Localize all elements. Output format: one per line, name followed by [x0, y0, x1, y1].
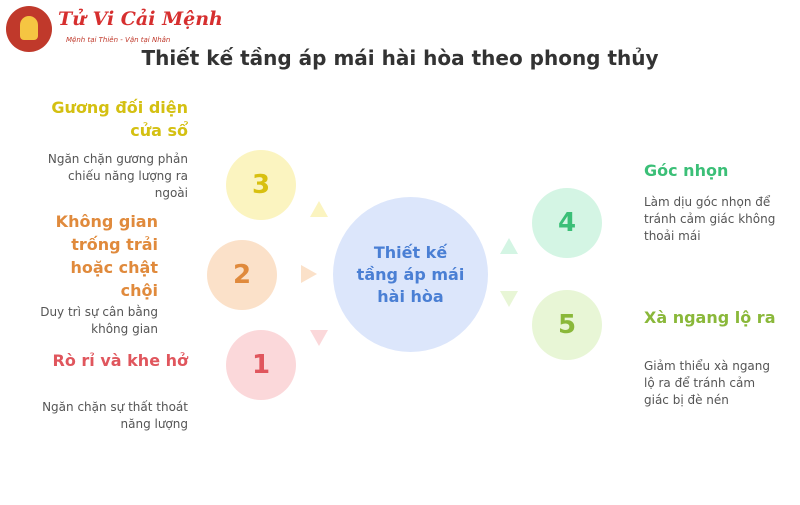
circle-number-4: 4: [557, 208, 577, 238]
arrow-down-icon: [500, 291, 518, 307]
circle-1: 1: [226, 330, 296, 400]
item-2-title: Không gian trống trải hoặc chật chội: [55, 212, 158, 300]
item-1-description: Ngăn chặn sự thất thoát năng lượng: [42, 400, 188, 431]
circle-5: 5: [532, 290, 602, 360]
item-3-description: Ngăn chặn gương phản chiếu năng lượng ra…: [47, 152, 188, 200]
arrow-down-icon: [310, 330, 328, 346]
logo-tagline: Mệnh tại Thiên - Vận tại Nhân: [66, 36, 171, 44]
arrow-up-icon: [500, 238, 518, 254]
item-4-title: Góc nhọn: [644, 161, 729, 180]
circle-number-2: 2: [232, 260, 252, 290]
center-circle: Thiết kế tầng áp mái hài hòa: [333, 197, 488, 352]
circle-4: 4: [532, 188, 602, 258]
circle-number-5: 5: [557, 310, 577, 340]
circle-2: 2: [207, 240, 277, 310]
page-title: Thiết kế tầng áp mái hài hòa theo phong …: [141, 46, 659, 70]
item-5-description: Giảm thiểu xà ngang lộ ra để tránh cảm g…: [644, 359, 771, 407]
item-1-title: Rò rỉ và khe hở: [52, 351, 188, 370]
item-4-description: Làm dịu góc nhọn để tránh cảm giác không…: [644, 195, 776, 243]
item-3-title: Gương đối diện cửa sổ: [51, 98, 188, 140]
arrow-right-icon: [301, 265, 317, 283]
circle-number-1: 1: [251, 350, 271, 380]
logo[interactable]: Tử Vi Cải Mệnh Mệnh tại Thiên - Vận tại …: [6, 6, 223, 56]
circle-3: 3: [226, 150, 296, 220]
center-label: Thiết kế tầng áp mái hài hòa: [356, 242, 465, 306]
item-5-title: Xà ngang lộ ra: [644, 308, 776, 327]
circle-number-3: 3: [251, 170, 271, 200]
logo-brand: Tử Vi Cải Mệnh: [58, 8, 223, 30]
arrow-up-icon: [310, 201, 328, 217]
item-2-description: Duy trì sự cân bằng không gian: [40, 305, 158, 336]
buddha-seal-icon: [6, 6, 52, 52]
